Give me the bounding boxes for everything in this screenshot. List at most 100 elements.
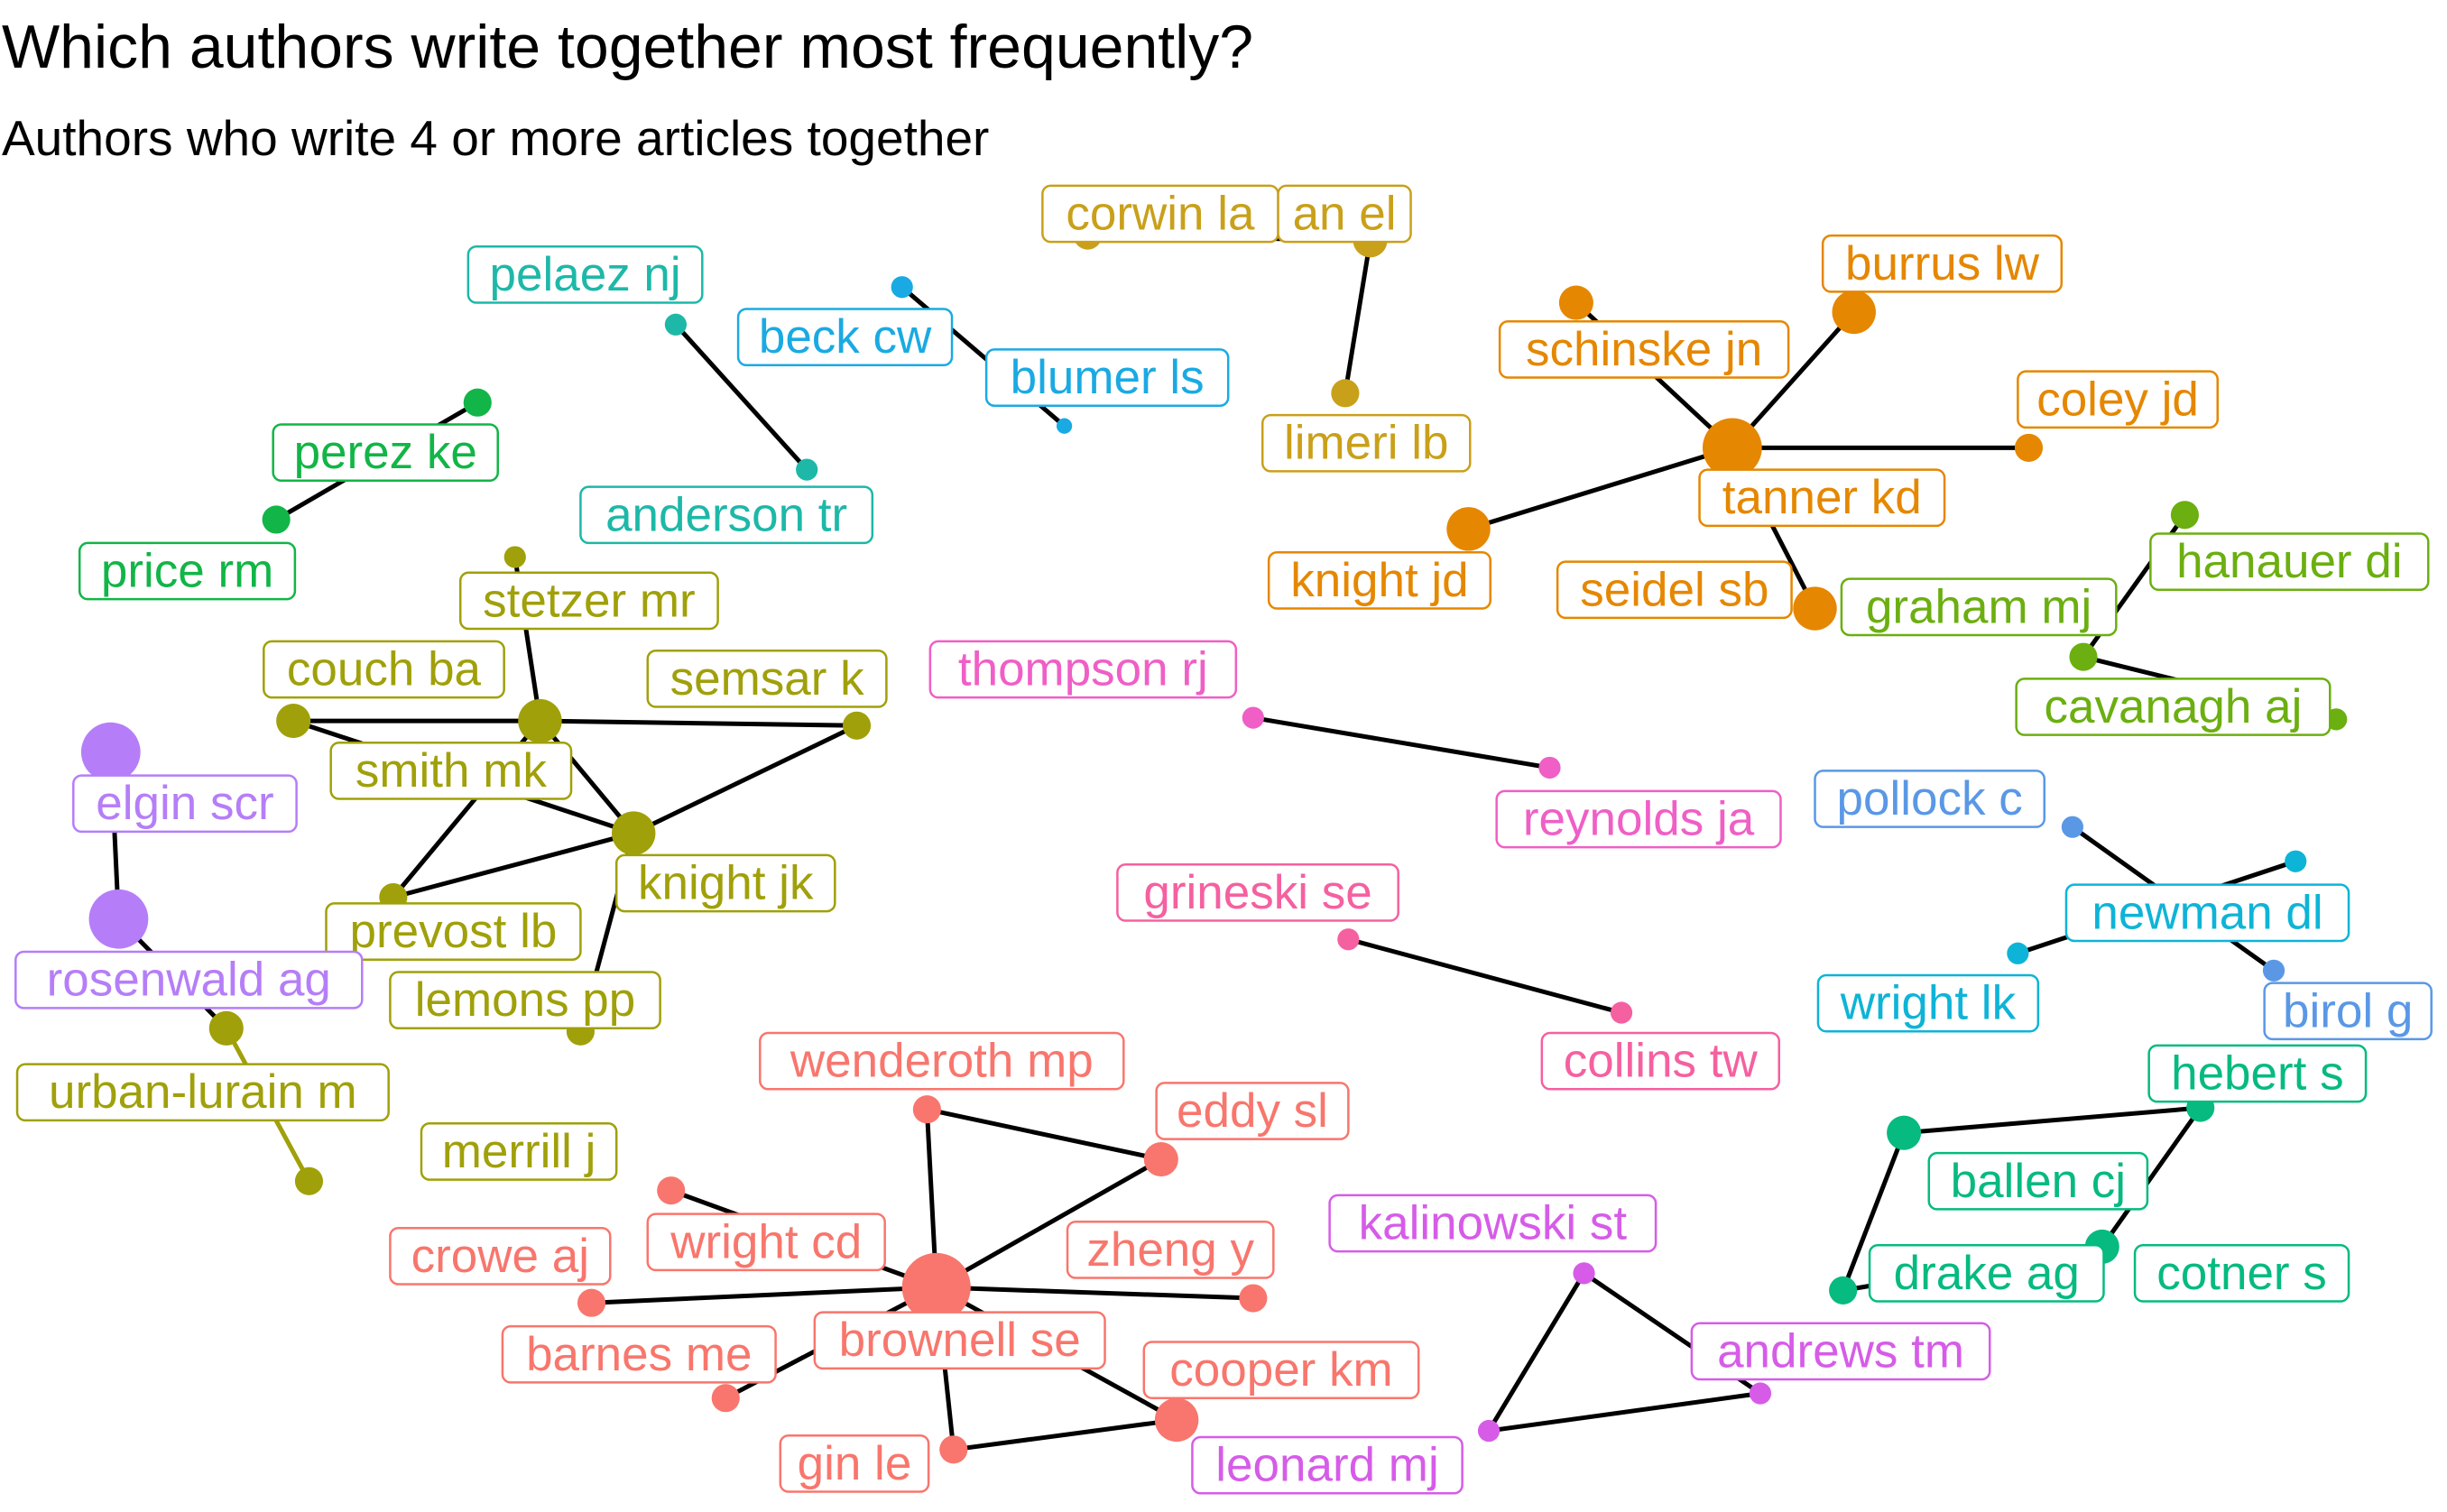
author-node[interactable] xyxy=(1143,1142,1178,1177)
author-label-text: reynolds ja xyxy=(1523,793,1755,846)
author-node[interactable] xyxy=(1477,1419,1501,1443)
author-label-text: hanauer di xyxy=(2176,535,2402,588)
author-node[interactable] xyxy=(1337,928,1360,951)
coauthor-edge xyxy=(591,1285,937,1305)
author-label: burrus lw xyxy=(1821,234,2064,293)
coauthor-edge xyxy=(1347,936,1622,1015)
author-node[interactable] xyxy=(796,458,818,481)
author-label: wright cd xyxy=(646,1212,886,1272)
author-node[interactable] xyxy=(2069,642,2098,671)
author-node[interactable] xyxy=(577,1288,606,1317)
author-node[interactable] xyxy=(2262,959,2285,982)
author-label: andrews tm xyxy=(1690,1322,1991,1381)
author-node[interactable] xyxy=(1056,418,1073,434)
author-label-box xyxy=(984,348,1230,407)
author-node[interactable] xyxy=(1887,1115,1922,1150)
author-node[interactable] xyxy=(901,1252,971,1322)
author-node[interactable] xyxy=(1573,1262,1595,1285)
author-label-box xyxy=(2149,532,2430,592)
coauthor-edge xyxy=(674,323,809,472)
author-label-text: beck cw xyxy=(759,310,932,364)
author-node[interactable] xyxy=(262,505,291,534)
author-node[interactable] xyxy=(2061,816,2084,838)
author-node[interactable] xyxy=(664,313,688,336)
author-node[interactable] xyxy=(80,722,141,782)
author-label: schinske jn xyxy=(1498,320,1790,379)
author-label-box xyxy=(2017,370,2220,429)
author-node[interactable] xyxy=(276,704,311,739)
author-label-text: wright lk xyxy=(1840,977,2017,1030)
author-label-text: cooper km xyxy=(1169,1343,1392,1397)
author-label-text: andrews tm xyxy=(1717,1324,1964,1378)
author-node[interactable] xyxy=(2170,501,2199,530)
author-label: wright lk xyxy=(1816,973,2040,1033)
author-label-box xyxy=(14,950,364,1010)
author-label-text: stetzer mr xyxy=(483,574,696,627)
author-node[interactable] xyxy=(612,811,656,855)
author-label-text: ballen cj xyxy=(1951,1155,2126,1208)
author-node[interactable] xyxy=(939,1435,968,1464)
author-node[interactable] xyxy=(1558,285,1593,320)
author-label-box xyxy=(2015,678,2332,736)
author-label-text: wright cd xyxy=(669,1215,862,1268)
author-node[interactable] xyxy=(1331,379,1360,408)
coauthor-edge xyxy=(935,1157,1163,1290)
author-node[interactable] xyxy=(1793,586,1837,631)
author-label-box xyxy=(420,1122,618,1181)
coauthor-edge xyxy=(633,724,858,835)
author-node[interactable] xyxy=(518,698,562,743)
author-label-text: wenderoth mp xyxy=(790,1035,1094,1088)
author-label: elgin scr xyxy=(72,774,298,834)
author-node[interactable] xyxy=(208,1010,244,1046)
author-node[interactable] xyxy=(1154,1397,1199,1443)
author-label: lemons pp xyxy=(389,971,661,1030)
author-node[interactable] xyxy=(294,1166,324,1195)
author-label-box xyxy=(646,1212,886,1272)
author-label: rosenwald ag xyxy=(14,950,364,1010)
author-node[interactable] xyxy=(1610,1001,1633,1024)
author-label-text: birol g xyxy=(2283,984,2413,1037)
author-label: merrill j xyxy=(420,1122,618,1181)
author-node[interactable] xyxy=(463,388,492,417)
author-label: ballen cj xyxy=(1927,1151,2149,1211)
coauthor-edge xyxy=(1488,1391,1761,1434)
author-node[interactable] xyxy=(1538,756,1561,779)
author-node[interactable] xyxy=(1832,290,1876,335)
author-node[interactable] xyxy=(1829,1276,1858,1305)
author-node[interactable] xyxy=(2007,942,2029,964)
author-node[interactable] xyxy=(1749,1382,1772,1405)
author-node[interactable] xyxy=(1242,706,1264,729)
author-node[interactable] xyxy=(912,1095,941,1124)
author-node[interactable] xyxy=(1446,507,1491,551)
author-label-text: merrill j xyxy=(442,1125,596,1178)
author-label: cavanagh aj xyxy=(2015,678,2332,736)
author-label: cooper km xyxy=(1142,1341,1420,1399)
author-node[interactable] xyxy=(88,889,149,949)
author-node[interactable] xyxy=(503,546,526,568)
author-node[interactable] xyxy=(2285,850,2307,872)
author-label-box xyxy=(466,245,704,304)
author-node[interactable] xyxy=(711,1384,740,1413)
author-label: perez ke xyxy=(272,423,499,482)
author-label: an el xyxy=(1277,184,1412,244)
author-label-text: collins tw xyxy=(1564,1035,1759,1088)
author-label: beck cw xyxy=(736,308,954,366)
author-node[interactable] xyxy=(657,1176,686,1205)
author-node[interactable] xyxy=(2014,433,2044,462)
author-label-box xyxy=(72,774,298,834)
author-label-box xyxy=(614,853,836,913)
author-node[interactable] xyxy=(1239,1284,1268,1313)
author-label: limeri lb xyxy=(1260,413,1472,473)
author-node[interactable] xyxy=(1702,418,1762,478)
author-node[interactable] xyxy=(891,276,913,299)
author-node[interactable] xyxy=(842,711,872,740)
author-label-text: smith mk xyxy=(356,744,548,797)
author-label-box xyxy=(1698,468,1946,528)
author-label-text: burrus lw xyxy=(1845,237,2040,290)
author-label: pollock c xyxy=(1814,770,2046,828)
coauthor-edge xyxy=(1730,310,1856,450)
coauthor-edge xyxy=(1252,715,1550,770)
author-label-box xyxy=(1328,1194,1657,1253)
author-label-box xyxy=(329,742,573,800)
